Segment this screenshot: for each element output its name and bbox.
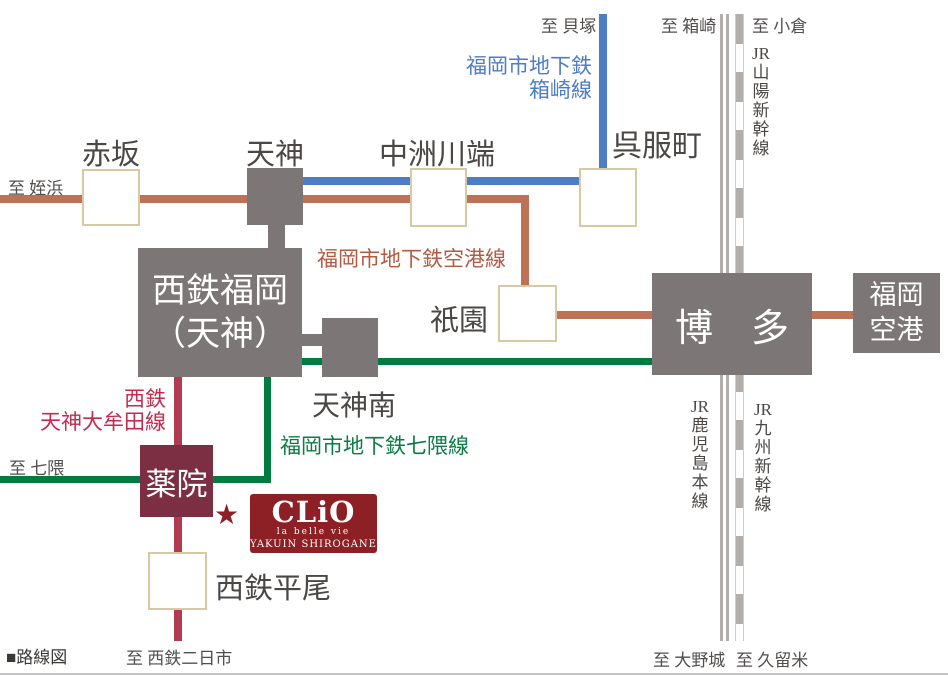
line-label-airport: 福岡市地下鉄空港線 [317, 247, 506, 271]
hakozaki-line-vertical [599, 14, 607, 184]
tenjin-transfer-connector [268, 224, 285, 249]
station-label-tenjin: 天神 [246, 139, 305, 171]
airport-line-gion-hakata [521, 311, 652, 319]
station-label-nishitetsu-fukuoka-line2: （天神） [152, 315, 288, 353]
station-label-nakasu-kawabata: 中洲川端 [378, 139, 495, 171]
station-box-hakata: 博 多 [652, 273, 812, 375]
station-label-akasaka: 赤坂 [82, 139, 141, 171]
nanakuma-line-horizontal-east [302, 358, 652, 365]
line-label-hakozaki: 福岡市地下鉄 箱崎線 [430, 54, 592, 102]
destination-meinohama: 至 姪浜 [8, 179, 64, 198]
station-box-yakuin: 薬院 [140, 445, 213, 517]
clio-property-name: YAKUIN SHIROGANE [250, 538, 377, 550]
station-label-nishitetsu-hirao: 西鉄平尾 [214, 573, 331, 605]
line-label-hakozaki-line1: 福岡市地下鉄 [466, 54, 592, 78]
line-label-tenjin-omuta: 西鉄 天神大牟田線 [30, 388, 166, 434]
destination-kurume: 至 久留米 [736, 651, 809, 670]
station-label-gion: 祇園 [429, 305, 488, 337]
station-label-yakuin: 薬院 [145, 466, 208, 502]
station-box-gofukumachi [579, 168, 637, 227]
property-star-icon: ★ [214, 500, 240, 531]
destination-kokura: 至 小倉 [752, 17, 808, 36]
line-label-hakozaki-line2: 箱崎線 [529, 78, 592, 102]
clio-brand-text: CLiO [271, 494, 356, 529]
destination-futsukaichi: 至 西鉄二日市 [126, 649, 233, 668]
nanakuma-line-horizontal-west [0, 476, 271, 483]
tenjin-minami-transfer-connector [302, 334, 323, 346]
destination-onojo: 至 大野城 [653, 651, 726, 670]
station-label-nishitetsu-fukuoka-line1: 西鉄福岡 [152, 272, 288, 310]
station-box-akasaka [82, 169, 140, 226]
bottom-divider [0, 673, 948, 675]
station-label-tenjin-minami: 天神南 [311, 391, 396, 422]
nanakuma-line-vertical [264, 377, 271, 483]
airport-line-hakata-airport [812, 311, 853, 319]
station-box-tenjin-minami [322, 318, 378, 377]
clio-tagline-text: la belle vie [276, 526, 351, 537]
station-box-gion [498, 285, 557, 342]
station-label-fukuoka-airport-line1: 福岡 [869, 280, 924, 310]
map-caption: ■路線図 [6, 648, 68, 667]
destination-nanakuma: 至 七隈 [9, 459, 65, 478]
airport-line-vertical [521, 198, 529, 298]
clio-logo: CLiO la belle vie YAKUIN SHIROGANE [250, 494, 377, 553]
destination-hakozaki: 至 箱崎 [661, 17, 717, 36]
line-label-tenjin-omuta-line1: 西鉄 [124, 387, 166, 411]
station-label-gofukumachi: 呉服町 [612, 130, 702, 163]
station-box-tenjin [247, 168, 303, 225]
station-label-hakata: 博 多 [674, 307, 789, 350]
station-box-fukuoka-airport: 福岡 空港 [853, 273, 940, 353]
line-label-tenjin-omuta-line2: 天神大牟田線 [40, 410, 166, 434]
station-label-fukuoka-airport-line2: 空港 [869, 315, 924, 345]
station-box-nakasu-kawabata [410, 168, 467, 227]
destination-kaizuka: 至 貝塚 [541, 17, 597, 36]
station-box-nishitetsu-fukuoka: 西鉄福岡 （天神） [138, 248, 302, 377]
line-label-nanakuma: 福岡市地下鉄七隈線 [280, 434, 469, 458]
station-box-nishitetsu-hirao [148, 552, 207, 610]
